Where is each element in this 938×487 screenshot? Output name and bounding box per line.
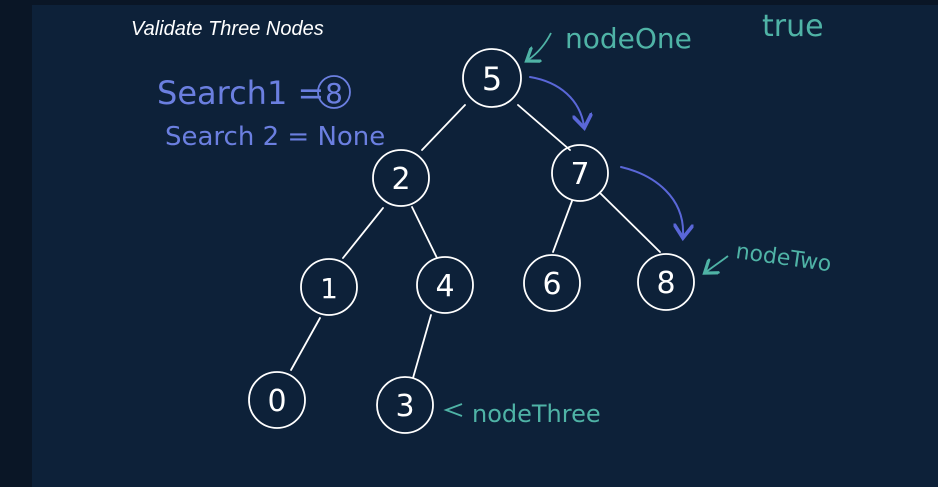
edge-1-0 [290, 317, 321, 371]
edge-7-8 [599, 192, 661, 253]
traversal-arrow-5-to-7 [529, 76, 584, 126]
node-two-arrow [706, 255, 729, 272]
node-three-label: nodeThree [472, 400, 601, 428]
search-annotations: Search1 = 8 Search 2 = None [157, 74, 385, 152]
node-label: 1 [320, 272, 338, 305]
node-annotations: nodeOne nodeTwo nodeThree [443, 22, 833, 428]
search1-value-circle [317, 75, 351, 109]
search1-value: 8 [325, 77, 343, 110]
traversal-arrow-7-to-8 [620, 166, 683, 236]
search2-label: Search 2 = None [165, 122, 385, 152]
whiteboard-canvas [32, 5, 938, 487]
node-label: 3 [395, 389, 414, 424]
tree-node: 7 [551, 144, 609, 202]
tree-edges [290, 104, 661, 379]
node-one-arrow [528, 32, 552, 60]
node-label: 5 [482, 60, 502, 98]
tree-node: 2 [372, 149, 430, 207]
node-label: 0 [267, 384, 286, 419]
frame-left [0, 0, 32, 487]
node-one-label: nodeOne [565, 22, 692, 55]
node-label: 2 [391, 162, 410, 197]
edge-2-1 [342, 207, 384, 259]
tree-node: 8 [637, 253, 695, 311]
traversal-arrows [529, 76, 683, 236]
tree-node: 1 [300, 258, 358, 316]
tree-node: 5 [462, 48, 522, 108]
frame-top [0, 0, 938, 5]
edge-4-3 [412, 314, 432, 379]
tree-node: 0 [248, 371, 306, 429]
node-two-label: nodeTwo [734, 239, 833, 277]
edge-2-4 [411, 206, 438, 259]
node-label: 6 [542, 267, 561, 302]
tree-nodes: 5 2 7 1 4 6 8 0 [248, 48, 695, 434]
node-label: 7 [570, 157, 589, 192]
edge-5-7 [517, 104, 571, 151]
node-label: 8 [656, 266, 675, 301]
node-label: 4 [435, 269, 454, 304]
edge-7-6 [552, 200, 573, 253]
result-label: true [762, 9, 824, 44]
tree-node: 4 [416, 256, 474, 314]
node-three-arrow [443, 403, 463, 417]
search1-label: Search1 = [157, 74, 324, 112]
edge-5-2 [421, 104, 466, 151]
page-title: Validate Three Nodes [131, 18, 324, 40]
tree-node: 3 [376, 376, 434, 434]
tree-node: 6 [523, 254, 581, 312]
